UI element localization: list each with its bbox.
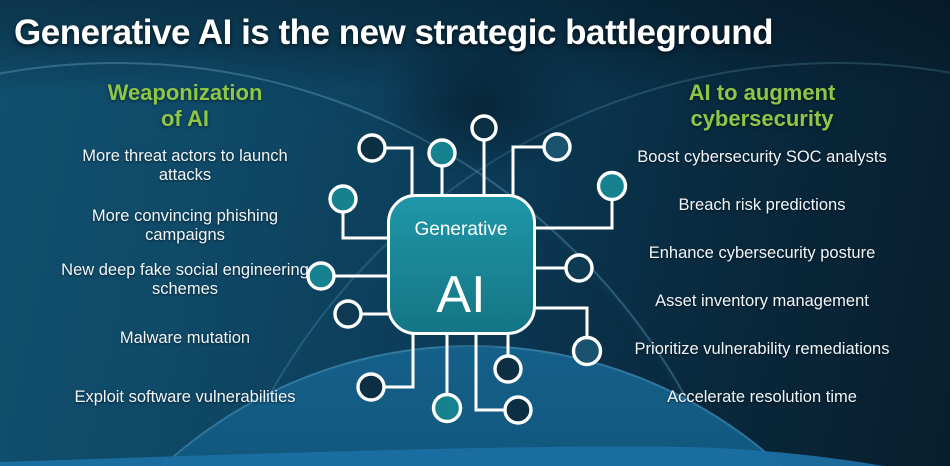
node-navy-icon xyxy=(356,372,386,402)
node-teal-icon xyxy=(427,138,457,168)
node-steel-icon xyxy=(542,132,572,162)
chip-body xyxy=(387,194,536,335)
chip-label-ai: AI xyxy=(436,266,485,324)
augment-heading: AI to augment cybersecurity xyxy=(688,80,836,131)
node-outline-icon xyxy=(333,299,363,329)
node-teal-icon xyxy=(306,261,336,291)
chip-label-generative: Generative xyxy=(415,219,508,240)
weaponization-item: Exploit software vulnerabilities xyxy=(74,388,296,406)
page-title: Generative AI is the new strategic battl… xyxy=(14,13,774,52)
weaponization-item: More threat actors to launch attacks xyxy=(82,147,288,184)
node-teal-icon xyxy=(431,392,463,424)
node-navy-icon xyxy=(357,133,387,163)
weaponization-heading: Weaponization of AI xyxy=(107,80,263,131)
augment-item: Breach risk predictions xyxy=(678,196,846,214)
augment-item: Asset inventory management xyxy=(655,292,869,310)
node-outline-icon xyxy=(564,253,594,283)
node-teal-icon xyxy=(596,170,628,202)
weaponization-item: New deep fake social engineering schemes xyxy=(61,261,309,298)
augment-item: Boost cybersecurity SOC analysts xyxy=(637,148,887,166)
circuit-nodes xyxy=(306,114,628,425)
node-navy-icon xyxy=(493,354,523,384)
node-navy-icon xyxy=(470,114,498,142)
weaponization-item: Malware mutation xyxy=(119,329,251,347)
augment-item: Prioritize vulnerability remediations xyxy=(634,340,890,358)
node-steel-icon xyxy=(571,335,603,367)
weaponization-item: More convincing phishing campaigns xyxy=(91,207,279,244)
augment-item: Accelerate resolution time xyxy=(667,388,857,406)
augment-item: Enhance cybersecurity posture xyxy=(648,244,876,262)
node-teal-icon xyxy=(328,184,358,214)
node-navy-icon xyxy=(503,395,533,425)
